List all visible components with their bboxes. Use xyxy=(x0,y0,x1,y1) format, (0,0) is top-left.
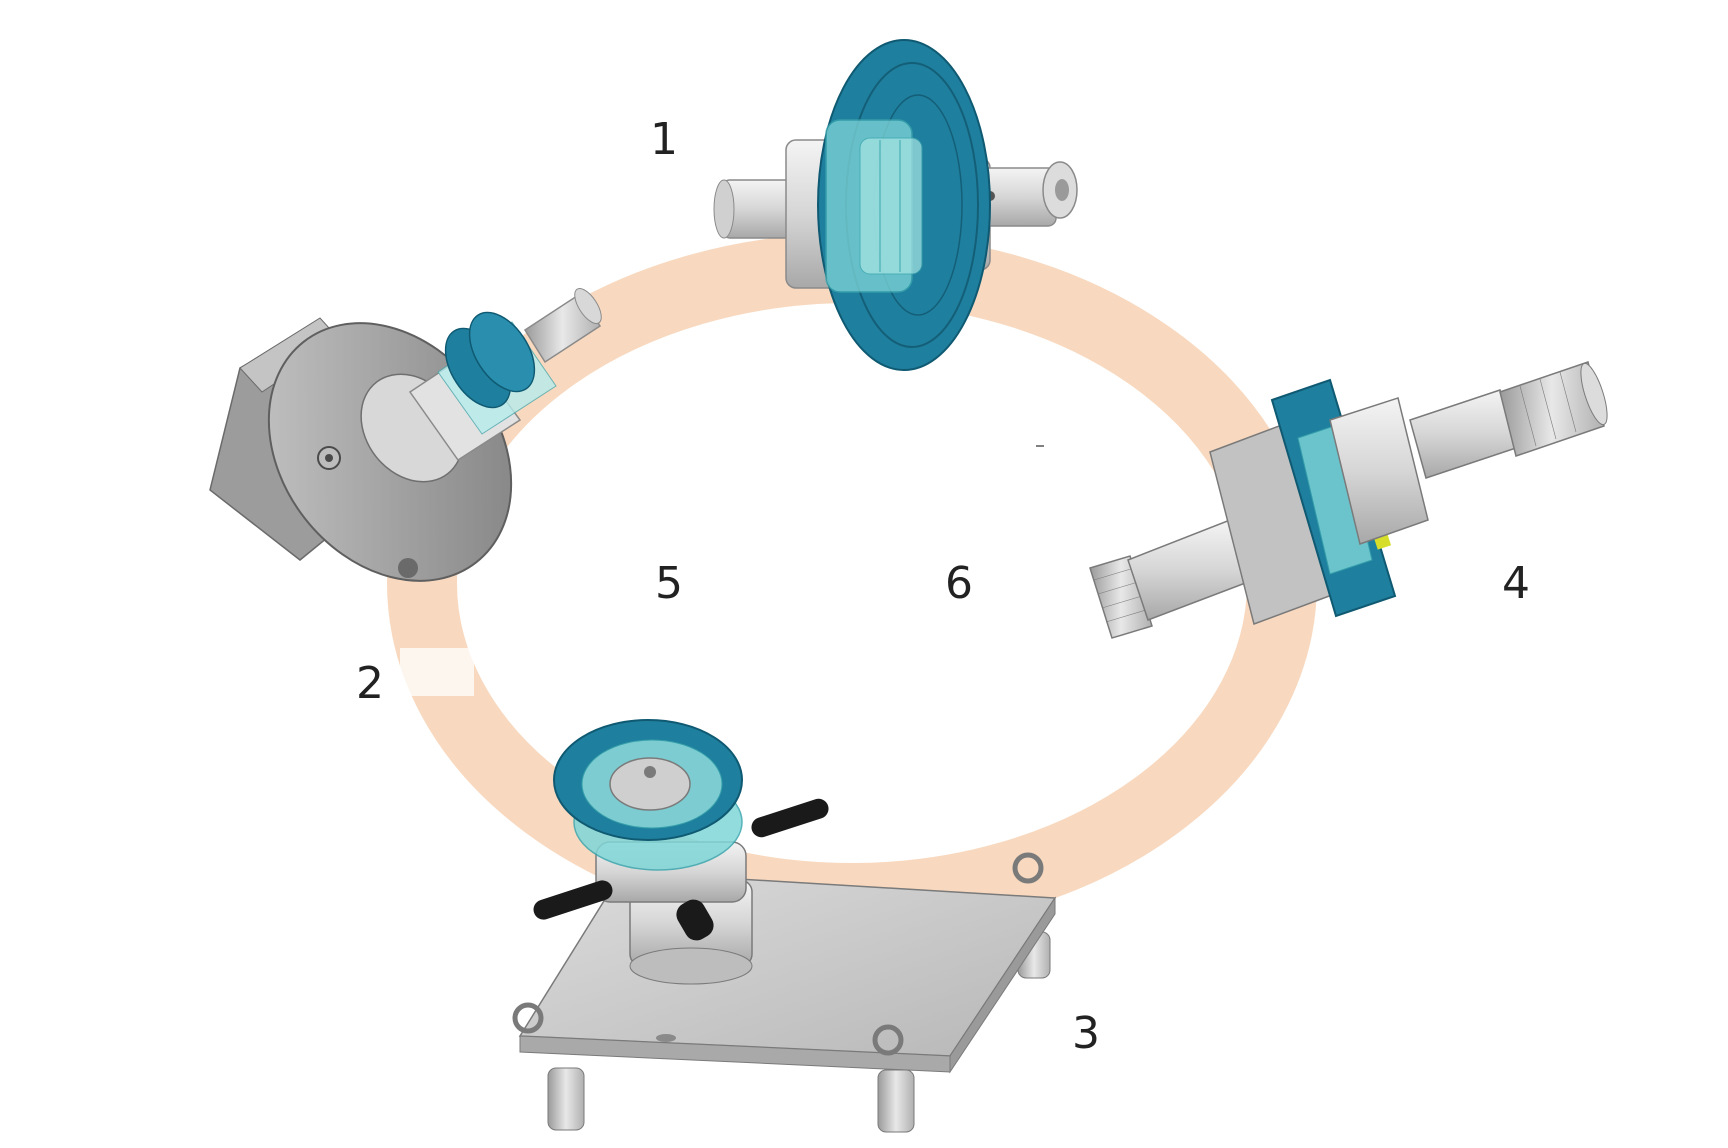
part-4-threaded-shaft xyxy=(1089,361,1608,639)
part-1-rotor-assembly xyxy=(713,39,1078,371)
step-label-4: 4 xyxy=(1502,558,1530,609)
part-2-housing-assembly xyxy=(209,288,602,582)
step-label-3: 3 xyxy=(1072,1008,1100,1059)
part-3-baseplate-fixture xyxy=(512,719,1057,1133)
step-label-5: 5 xyxy=(655,558,683,609)
step-label-2: 2 xyxy=(356,658,384,709)
step-label-6: 6 xyxy=(945,558,973,609)
ring-gap-highlight xyxy=(400,648,474,696)
step-label-1: 1 xyxy=(650,114,678,165)
